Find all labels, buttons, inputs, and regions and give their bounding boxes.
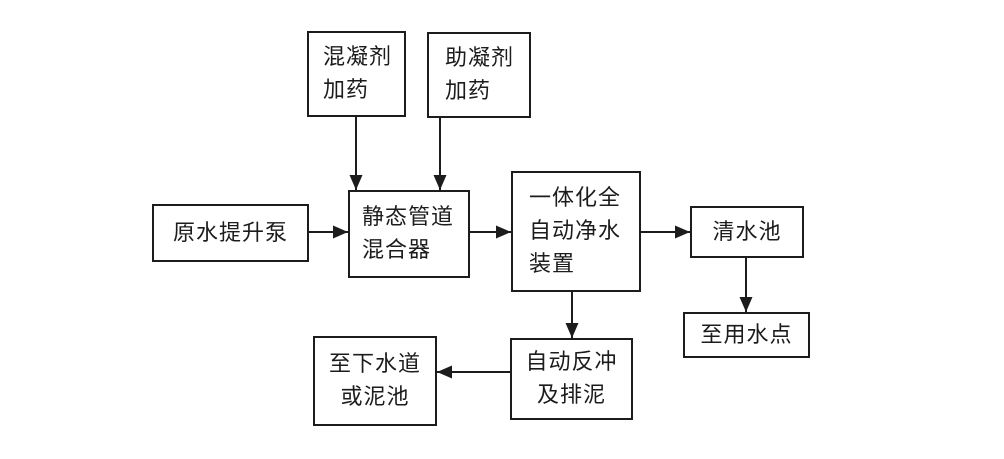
node-label: 助凝剂 bbox=[445, 46, 515, 71]
node-label: 清水池 bbox=[712, 219, 782, 245]
node-label: 混凝剂 bbox=[323, 45, 393, 70]
node-coagulant-aid-dosing: 助凝剂 加药 bbox=[427, 32, 531, 118]
node-label: 装置 bbox=[529, 252, 576, 277]
node-label: 自动反冲 bbox=[525, 350, 618, 375]
node-label: 静态管道 bbox=[362, 205, 455, 230]
node-label: 混合器 bbox=[362, 238, 432, 263]
node-label: 及排泥 bbox=[536, 383, 606, 408]
node-coagulant-dosing: 混凝剂 加药 bbox=[307, 31, 406, 117]
node-integrated-purifier: 一体化全 自动净水 装置 bbox=[511, 171, 641, 292]
node-to-water-point: 至用水点 bbox=[683, 312, 810, 358]
node-label: 或泥池 bbox=[340, 385, 410, 410]
node-backwash-sludge: 自动反冲 及排泥 bbox=[510, 338, 633, 420]
node-label: 至用水点 bbox=[700, 322, 793, 348]
node-clear-water-tank: 清水池 bbox=[690, 206, 804, 258]
node-raw-water-pump: 原水提升泵 bbox=[152, 204, 309, 262]
node-label: 自动净水 bbox=[529, 219, 622, 244]
node-label: 一体化全 bbox=[529, 186, 622, 211]
node-static-mixer: 静态管道 混合器 bbox=[348, 190, 470, 278]
node-label: 加药 bbox=[445, 79, 492, 104]
node-label: 至下水道 bbox=[328, 352, 421, 377]
node-to-sewer-or-mud: 至下水道 或泥池 bbox=[313, 336, 437, 426]
node-label: 原水提升泵 bbox=[172, 220, 288, 246]
node-label: 加药 bbox=[323, 78, 370, 103]
